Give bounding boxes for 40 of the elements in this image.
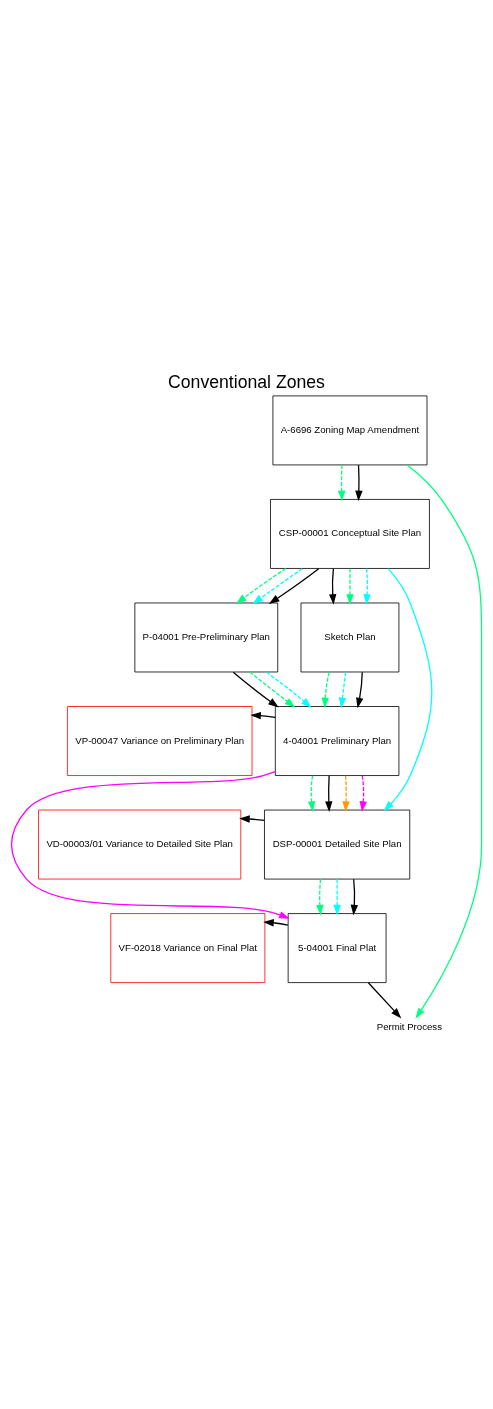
arrow: [268, 568, 320, 604]
arrow: [359, 775, 367, 812]
arrow: [406, 464, 483, 1019]
arrow: [329, 568, 337, 605]
node-box: VF-02018 Variance on Final Plat: [110, 913, 266, 983]
arrow: [383, 567, 433, 812]
node-box: Sketch Plan: [300, 602, 400, 673]
arrow: [316, 878, 324, 916]
arrow: [367, 982, 402, 1019]
arrow: [346, 568, 354, 605]
arrow: [10, 770, 290, 919]
node-box: CSP-00001 Conceptual Site Plan: [270, 499, 430, 569]
arrow: [239, 815, 265, 823]
arrow: [356, 671, 364, 709]
arrow: [265, 671, 312, 708]
arrow: [363, 568, 371, 605]
node-box: VD-00003/01 Variance to Detailed Site Plan: [38, 809, 242, 880]
node-text: Permit Process: [376, 1021, 442, 1033]
arrow: [263, 919, 289, 927]
arrow: [333, 878, 341, 916]
diagram-title: Conventional Zones: [168, 371, 325, 392]
node-box: 4-04001 Preliminary Plan: [274, 706, 400, 776]
arrow: [232, 671, 279, 708]
arrow: [342, 775, 350, 812]
arrow: [252, 568, 303, 604]
node-box: 5-04001 Final Plat: [287, 913, 387, 983]
arrow: [325, 775, 333, 812]
arrow: [350, 878, 359, 916]
arrow: [355, 464, 363, 502]
node-box: DSP-00001 Detailed Site Plan: [264, 809, 411, 880]
node-box: P-04001 Pre-Preliminary Plan: [134, 602, 279, 673]
arrow: [307, 775, 316, 812]
node-box: VP-00047 Variance on Preliminary Plan: [67, 706, 253, 776]
node-box: A-6696 Zoning Map Amendment: [272, 395, 428, 466]
arrow: [249, 671, 296, 708]
arrow: [235, 567, 287, 604]
arrow: [338, 671, 347, 709]
arrow: [250, 711, 276, 720]
arrow: [321, 671, 330, 709]
arrow: [337, 464, 346, 502]
